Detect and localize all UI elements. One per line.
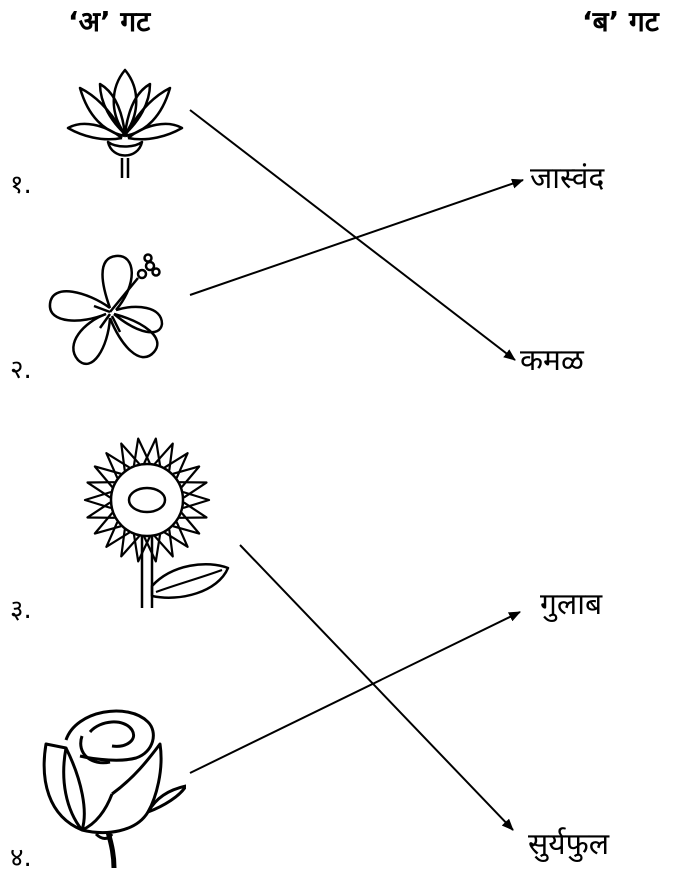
arrow-rose-to-gulab bbox=[190, 612, 520, 773]
arrow-lotus-to-kamal bbox=[190, 110, 515, 360]
arrow-sunflower-to-suryaphul bbox=[240, 545, 513, 830]
arrow-hibiscus-to-jaswand bbox=[190, 180, 523, 295]
